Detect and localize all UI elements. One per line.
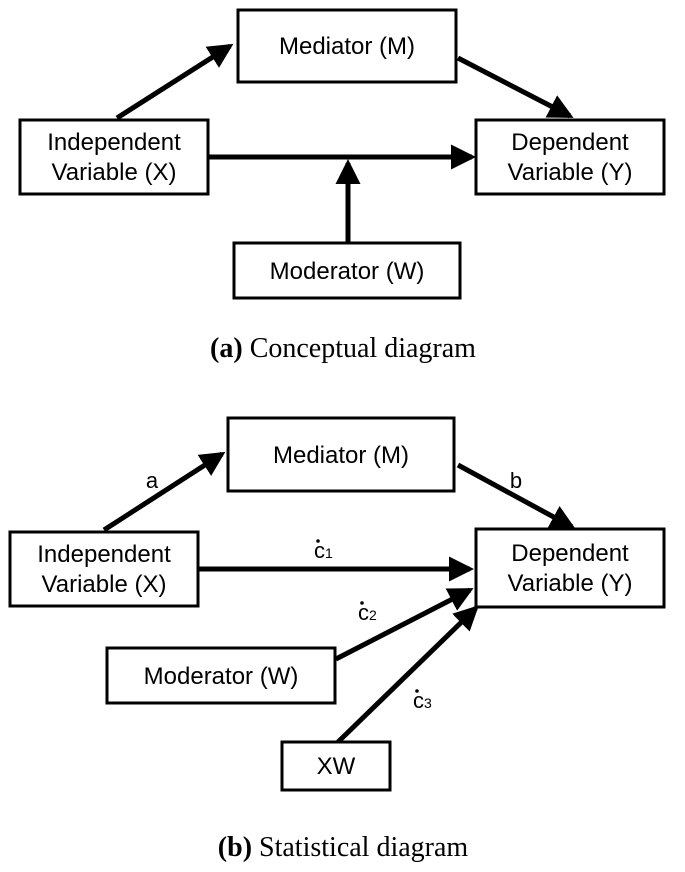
- panel-b-statistical: a b c1 c2 c3 Mediator (M) Independent Va…: [8, 416, 666, 863]
- path-label-c1-sub: 1: [325, 545, 333, 561]
- arrow-m-to-y-b: [456, 462, 576, 530]
- dependent-label-line2-a: Variable (Y): [508, 159, 633, 186]
- panel-a-conceptual: Mediator (M) Independent Variable (X) De…: [18, 8, 666, 364]
- path-label-c1: c1: [314, 538, 333, 563]
- path-label-c2-sub: 2: [369, 607, 377, 623]
- caption-b-label: (b): [218, 832, 252, 863]
- caption-a: (a) Conceptual diagram: [210, 333, 476, 364]
- moderator-box-a: Moderator (W): [232, 241, 462, 300]
- moderator-box-b: Moderator (W): [105, 646, 337, 705]
- independent-label-line2-b: Variable (X): [42, 571, 167, 598]
- arrow-x-to-m-a: [115, 43, 234, 121]
- independent-label-line2-a: Variable (X): [52, 159, 177, 186]
- path-label-a: a: [146, 468, 159, 493]
- independent-box-b: Independent Variable (X): [8, 530, 200, 608]
- path-label-c2-main: c: [358, 600, 369, 625]
- interaction-label-b: XW: [317, 753, 356, 780]
- independent-label-line1-b: Independent: [37, 541, 171, 568]
- path-c3-dot: [415, 689, 419, 693]
- caption-b: (b) Statistical diagram: [218, 832, 469, 863]
- mediator-box-b: Mediator (M): [226, 416, 456, 493]
- arrow-w-to-y-b: [334, 587, 474, 662]
- caption-a-label: (a): [210, 333, 243, 364]
- independent-label-line1-a: Independent: [47, 129, 181, 156]
- path-label-c3: c3: [413, 688, 432, 713]
- independent-box-a: Independent Variable (X): [18, 118, 210, 196]
- mediator-box-a: Mediator (M): [236, 8, 458, 84]
- interaction-box-b: XW: [280, 740, 392, 792]
- path-label-c3-main: c: [413, 688, 424, 713]
- mediator-label-a: Mediator (M): [279, 33, 415, 60]
- dependent-label-line1-b: Dependent: [511, 540, 629, 567]
- path-label-c1-main: c: [314, 538, 325, 563]
- dependent-box-a: Dependent Variable (Y): [474, 118, 666, 196]
- dependent-label-line1-a: Dependent: [511, 129, 629, 156]
- path-c2-dot: [360, 601, 364, 605]
- moderator-label-a: Moderator (W): [270, 258, 425, 285]
- path-c1-dot: [316, 539, 320, 543]
- arrow-x-to-m-b: [102, 451, 226, 533]
- caption-a-text: Conceptual diagram: [243, 333, 476, 364]
- dependent-label-line2-b: Variable (Y): [508, 570, 633, 597]
- path-label-c3-sub: 3: [424, 695, 432, 711]
- caption-b-text: Statistical diagram: [252, 832, 468, 863]
- path-label-b: b: [510, 468, 522, 493]
- arrow-xw-to-y-b: [336, 605, 479, 744]
- path-label-c2: c2: [358, 600, 377, 625]
- moderator-label-b: Moderator (W): [144, 663, 299, 690]
- dependent-box-b: Dependent Variable (Y): [474, 527, 666, 609]
- arrow-m-to-y-a: [456, 55, 574, 119]
- mediator-label-b: Mediator (M): [273, 442, 409, 469]
